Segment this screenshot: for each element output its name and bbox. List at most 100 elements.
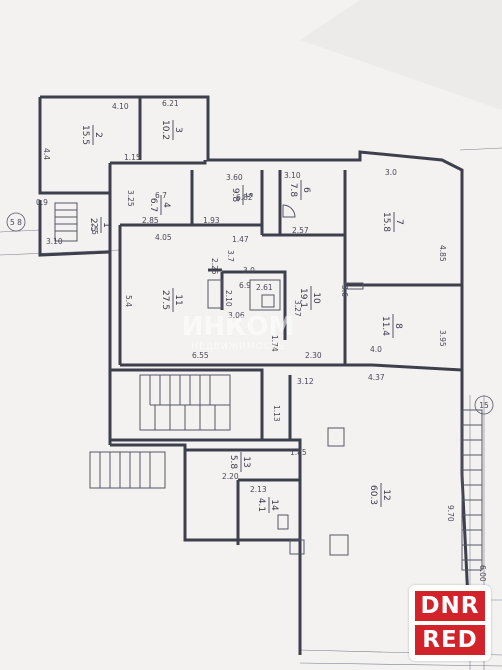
dnr-red-logo: DNR RED: [409, 585, 491, 661]
dimension-label: 2.85: [142, 216, 159, 225]
room-13-label: 13 5.8: [228, 452, 251, 472]
room-area: 60.3: [368, 485, 378, 505]
logo-line-2: RED: [415, 625, 485, 655]
room-1-label: 1 2.5: [88, 217, 111, 233]
dimension-label: 3.27: [293, 300, 302, 317]
dimension-label: 2.10: [224, 290, 233, 307]
room-area: 15.5: [80, 125, 90, 145]
room-area: 6.7: [148, 198, 158, 212]
room-2-label: 2 15.5: [80, 125, 103, 145]
dimension-label: 4.0: [370, 345, 382, 354]
room-11-label: 11 27.5: [160, 288, 183, 312]
axis-marker-right: 15: [474, 395, 494, 415]
room-area: 19.1: [298, 288, 308, 308]
dimension-label: 3.0: [243, 266, 255, 275]
room-6-label: 6 7.8: [288, 180, 311, 200]
paper-fold: [300, 0, 502, 110]
stairs-main: [139, 374, 231, 431]
dimension-label: 1.13: [272, 405, 281, 422]
room-area: 10.2: [160, 120, 170, 140]
dimension-label: 3.7: [226, 250, 235, 262]
room-number: 2: [93, 132, 103, 138]
logo-line-1: DNR: [415, 591, 485, 621]
room-number: 14: [269, 499, 279, 511]
room-labels: 2 15.5 3 10.2 4 6.7 5 9.8 6 7.8 7 15.8: [80, 120, 404, 513]
stairs-outside-left: [89, 451, 166, 489]
dimension-label: 4.37: [368, 373, 385, 382]
room-3-label: 3 10.2: [160, 120, 183, 140]
room-area: 7.8: [288, 183, 298, 198]
dimension-label: 5.4: [124, 295, 133, 307]
room-area: 4.1: [256, 498, 266, 512]
dimension-label: 2.61: [256, 283, 273, 292]
dimension-label: 1.74: [270, 335, 279, 352]
room-area: 11.4: [380, 316, 390, 336]
room-number: 13: [241, 456, 251, 467]
room-14-label: 14 4.1: [256, 497, 279, 513]
dimension-labels: 4.10 6.21 4.4 1.15 3.25 6.7 2.85 3.60 6.…: [36, 99, 487, 582]
inner-walls: [110, 97, 463, 545]
room-number: 1: [101, 222, 111, 228]
dimension-label: 6.00: [478, 565, 487, 582]
dimension-label: 3.10: [284, 171, 301, 180]
dimension-label: 3.95: [438, 330, 447, 347]
dimension-label: 3.0: [385, 168, 397, 177]
dimension-label: 1.93: [203, 216, 220, 225]
room-number: 11: [173, 294, 183, 305]
dimension-label: 3.10: [46, 237, 63, 246]
dimension-label: 2.57: [292, 226, 309, 235]
room-number: 6: [301, 187, 311, 193]
room-number: 7: [394, 219, 404, 225]
watermark-brand: ИНКОМ: [182, 312, 295, 342]
dimension-label: 2.13: [250, 485, 267, 494]
dimension-label: 2.25: [210, 258, 219, 275]
dimension-label: 4.85: [438, 245, 447, 262]
dimension-label: 6.9: [239, 281, 251, 290]
room-area: 5.8: [228, 455, 238, 470]
dimension-label: 2.5: [90, 223, 99, 235]
stairs-entry: [54, 202, 78, 242]
dimension-label: 3.6: [340, 285, 349, 297]
dimension-label: 1.47: [232, 235, 249, 244]
room-4-label: 4 6.7: [148, 195, 171, 215]
dimension-label: 6.21: [162, 99, 179, 108]
room-number: 8: [393, 323, 403, 329]
dimension-label: 3.12: [297, 377, 314, 386]
room-5-label: 5 9.8: [230, 185, 253, 205]
fixtures: [207, 204, 364, 556]
room-number: 12: [381, 489, 391, 500]
room-7-label: 7 15.8: [381, 212, 404, 232]
stairs-outside-right: [461, 409, 483, 571]
watermark-sub: НЕДВИЖИМОСТЬ: [191, 342, 285, 352]
dimension-label: 0.9: [36, 198, 48, 207]
room-number: 5: [243, 192, 253, 198]
dimension-label: 3.06: [228, 311, 245, 320]
axis-label-left: 5 8: [10, 218, 22, 227]
dimension-label: 6.82: [236, 193, 253, 202]
dimension-label: 3.25: [126, 190, 135, 207]
room-area: 15.8: [381, 212, 391, 232]
room-number: 4: [161, 202, 171, 208]
dimension-label: 2.20: [222, 472, 239, 481]
room-area: 27.5: [160, 290, 170, 310]
room-number: 10: [311, 292, 321, 304]
dimension-label: 9.70: [446, 505, 455, 522]
room-area: 2.5: [88, 218, 98, 232]
dimension-label: 2.30: [305, 351, 322, 360]
room-area: 9.8: [230, 188, 240, 203]
dimension-label: 4.05: [155, 233, 172, 242]
dimension-label: 4.10: [112, 102, 129, 111]
dimension-label: 4.4: [42, 148, 51, 160]
room-number: 3: [173, 127, 183, 133]
dimension-label: 1.15: [124, 153, 141, 162]
dimension-label: 3.60: [226, 173, 243, 182]
watermark: ИНКОМ НЕДВИЖИМОСТЬ: [182, 312, 295, 352]
room-8-label: 8 11.4: [380, 314, 403, 338]
dimension-label: 1.85: [290, 448, 307, 457]
dimension-label: 6.55: [192, 351, 209, 360]
axis-marker-left: 5 8: [6, 212, 26, 232]
room-10-label: 10 19.1: [298, 286, 321, 310]
axis-label-right: 15: [479, 401, 489, 410]
